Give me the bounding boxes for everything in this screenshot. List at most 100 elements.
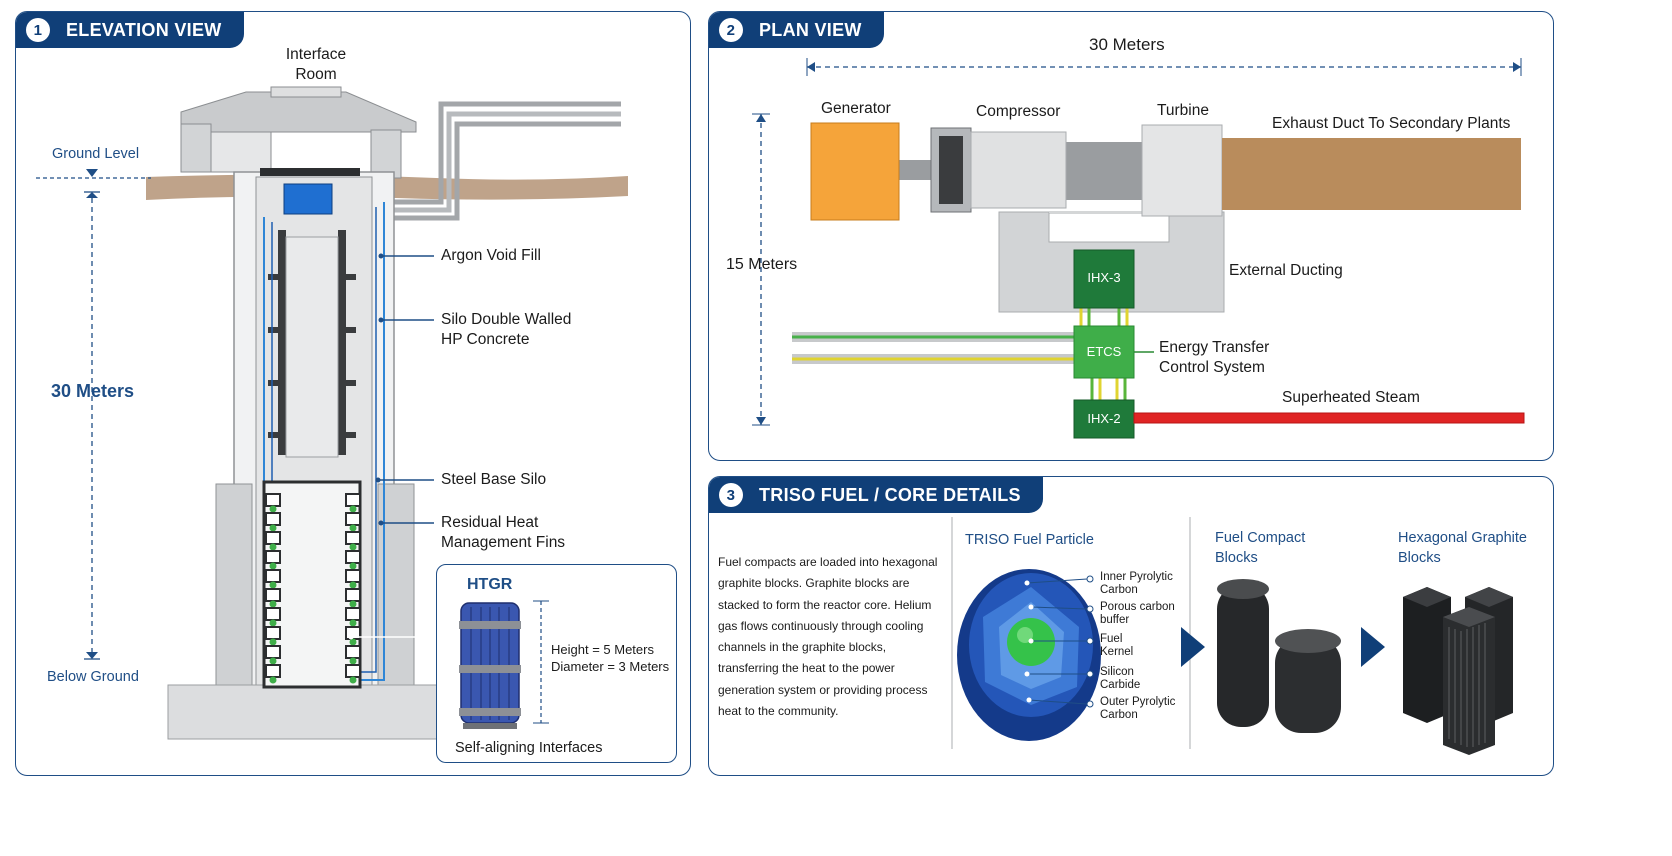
interface-unit [283, 183, 333, 215]
silo-foundation [167, 684, 457, 740]
panel-title: TRISO FUEL / CORE DETAILS [759, 484, 1021, 505]
fin-cell [265, 588, 281, 602]
fin-cell [265, 512, 281, 526]
htgr-inset: HTGR Height = 5 Meters Diameter = 3 Mete… [436, 564, 677, 763]
interface-room-label: Interface Room [285, 46, 347, 83]
htgr-height: Height = 5 Meters [551, 642, 654, 657]
fin-green-node [349, 524, 357, 532]
htgr-drawing [459, 600, 549, 729]
etcs-label: ETCS [1086, 344, 1122, 359]
elevation-title-tab: 1 ELEVATION VIEW [16, 12, 244, 48]
elevation-panel: 1 ELEVATION VIEW [15, 11, 691, 776]
layer-fuel-kernel: Fuel Kernel [1100, 633, 1134, 658]
ducting-label: External Ducting [1229, 262, 1343, 279]
exhaust-duct [1222, 138, 1521, 210]
fin-green-node [269, 676, 277, 684]
etcs-block [1073, 325, 1135, 379]
compressor-block [970, 131, 1067, 209]
ihx3-block [1073, 249, 1135, 309]
fin-cell [345, 569, 361, 583]
arrow-to-graphite [1361, 627, 1385, 667]
fin-cell [345, 664, 361, 678]
compact-title: Fuel Compact Blocks [1215, 530, 1306, 566]
htgr-diameter: Diameter = 3 Meters [551, 659, 670, 674]
fin-cell [265, 550, 281, 564]
ihx2-block [1073, 399, 1135, 439]
etcs-description: Energy Transfer Control System [1159, 339, 1270, 376]
argon-label: Argon Void Fill [441, 247, 541, 264]
fin-green-node [349, 581, 357, 589]
fin-green-node [269, 543, 277, 551]
fin-green-node [349, 657, 357, 665]
fin-green-node [349, 543, 357, 551]
triso-panel: 3 TRISO FUEL / CORE DETAILS Fuel compact… [708, 476, 1554, 776]
ground-level-label: Ground Level [52, 146, 140, 162]
heat-fins [265, 493, 361, 684]
layer-inner-pyrolytic: Inner Pyrolytic Carbon [1100, 571, 1173, 596]
fin-cell [265, 626, 281, 640]
panel-title: ELEVATION VIEW [66, 19, 222, 40]
fin-green-node [349, 638, 357, 646]
width-label: 30 Meters [1089, 35, 1165, 54]
fin-green-node [269, 505, 277, 513]
fin-cell [345, 607, 361, 621]
particle-title: TRISO Fuel Particle [965, 532, 1094, 548]
fin-green-node [349, 505, 357, 513]
graphite-blocks [1403, 587, 1513, 755]
fin-cell [265, 493, 281, 507]
layer-outer-pyrolytic: Outer Pyrolytic Carbon [1100, 696, 1176, 721]
steel-base-label: Steel Base Silo [441, 471, 547, 488]
fin-green-node [349, 600, 357, 608]
steam-line [1133, 412, 1525, 424]
below-ground-label: Below Ground [47, 669, 139, 685]
exhaust-label: Exhaust Duct To Secondary Plants [1272, 115, 1511, 132]
fin-green-node [269, 524, 277, 532]
fin-cell [265, 645, 281, 659]
fin-cell [265, 569, 281, 583]
layer-porous-buffer: Porous carbon buffer [1100, 601, 1175, 626]
generator-label: Generator [821, 100, 891, 117]
fin-cell [345, 531, 361, 545]
triso-description: Fuel compacts are loaded into hexagonal … [718, 555, 938, 719]
fin-green-node [349, 619, 357, 627]
panel-title: PLAN VIEW [759, 19, 862, 40]
plan-title-tab: 2 PLAN VIEW [709, 12, 884, 48]
panel-number: 3 [719, 483, 743, 507]
fin-green-node [349, 676, 357, 684]
fin-green-node [269, 581, 277, 589]
ground-level-marker [86, 169, 98, 177]
depth-label: 30 Meters [51, 381, 135, 401]
turbine-block [1141, 124, 1223, 217]
fin-green-node [269, 600, 277, 608]
panel-number: 1 [26, 18, 50, 42]
htgr-title: HTGR [467, 576, 513, 593]
fin-green-node [269, 657, 277, 665]
plan-panel: 2 PLAN VIEW [708, 11, 1554, 461]
elevation-drawing [36, 86, 628, 740]
fin-green-node [349, 562, 357, 570]
silo-walls-label: Silo Double Walled HP Concrete [441, 311, 572, 348]
fin-cell [345, 645, 361, 659]
interface-room-roof [180, 91, 417, 133]
fin-green-node [269, 619, 277, 627]
ihx3-label: IHX-3 [1087, 270, 1121, 285]
turbine-label: Turbine [1157, 102, 1209, 119]
fin-cell [265, 531, 281, 545]
fin-cell [265, 607, 281, 621]
fin-green-node [269, 562, 277, 570]
fins-label: Residual Heat Management Fins [441, 514, 566, 551]
fuel-compact-short [1275, 637, 1341, 733]
plan-drawing [752, 58, 1525, 439]
fin-green-node [269, 638, 277, 646]
layer-silicon-carbide: Silicon Carbide [1100, 666, 1141, 691]
fin-cell [345, 512, 361, 526]
fuel-compact-tall [1217, 585, 1269, 727]
graphite-title: Hexagonal Graphite Blocks [1398, 530, 1527, 566]
steam-label: Superheated Steam [1282, 389, 1420, 406]
height-label: 15 Meters [726, 256, 798, 273]
triso-drawing [951, 517, 1513, 755]
htgr-interfaces-label: Self-aligning Interfaces [455, 740, 603, 756]
arrow-to-compact [1181, 627, 1205, 667]
generator-block [810, 122, 900, 221]
ihx2-label: IHX-2 [1087, 411, 1121, 426]
